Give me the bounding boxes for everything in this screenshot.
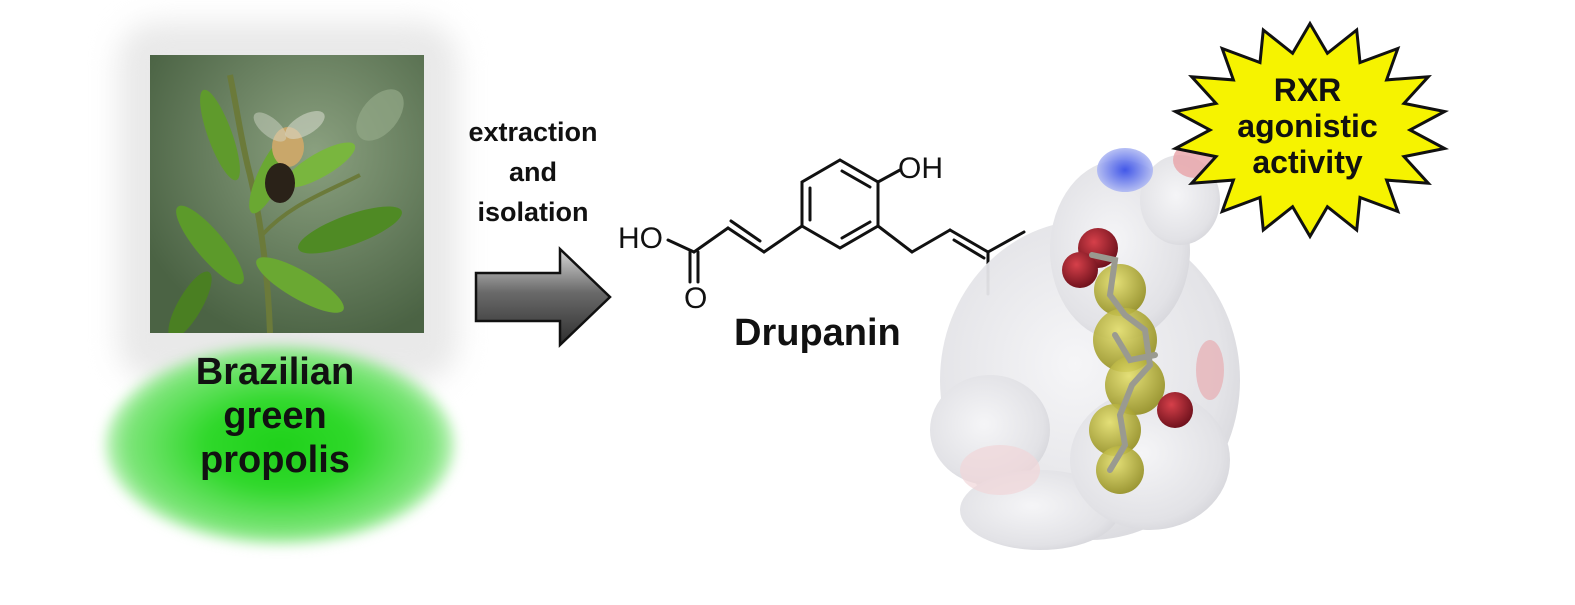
process-label: extraction and isolation	[448, 112, 618, 232]
bee	[253, 111, 325, 203]
drupanin-structure	[666, 158, 1026, 296]
process-arrow	[474, 246, 612, 348]
source-label-line-3: propolis	[200, 439, 350, 481]
plant-illustration	[150, 55, 424, 333]
activity-label-line-2: agonistic	[1237, 108, 1378, 144]
source-label: Brazilian green propolis	[160, 350, 390, 482]
carbonyl-oxygen-label: O	[684, 282, 708, 315]
process-label-line-3: isolation	[477, 197, 589, 227]
plant-with-bee-photo	[150, 55, 424, 333]
compound-name: Drupanin	[734, 312, 901, 354]
starburst-badge	[1170, 20, 1450, 240]
activity-label-line-3: activity	[1252, 144, 1363, 180]
source-label-line-1: Brazilian	[195, 351, 355, 393]
protein-surface-render	[930, 142, 1240, 550]
activity-label-line-1: RXR	[1273, 72, 1342, 108]
hydroxyl-label: OH	[898, 152, 943, 185]
acid-hydroxyl-label: HO	[618, 222, 663, 255]
source-label-line-2: green	[223, 395, 327, 437]
process-label-line-1: extraction	[468, 117, 598, 147]
activity-label: RXR agonistic activity	[1215, 72, 1400, 180]
ligand-sticks	[1089, 252, 1158, 473]
process-label-line-2: and	[508, 157, 557, 187]
green-glow	[105, 345, 455, 545]
